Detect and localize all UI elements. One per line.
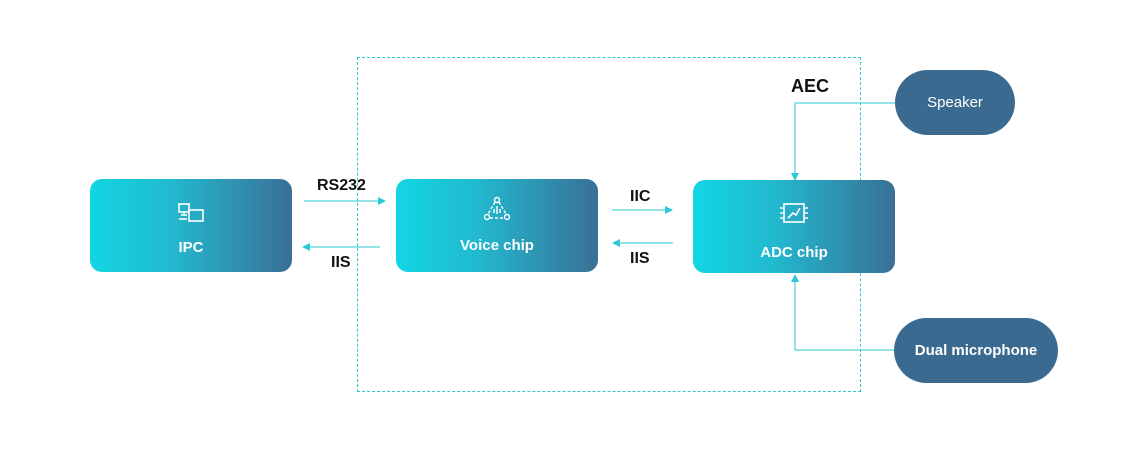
- ipc-label: IPC: [178, 239, 204, 256]
- voice-chip-label: Voice chip: [460, 237, 534, 254]
- dual-microphone-node: Dual microphone: [894, 318, 1058, 383]
- chip-icon: [779, 200, 809, 226]
- voice-chip-block: Voice chip: [396, 179, 598, 272]
- arrow-mic-to-adc: [791, 274, 894, 351]
- iis-label-adc: IIS: [630, 250, 650, 267]
- aec-label: AEC: [791, 76, 830, 96]
- arrow-speaker-to-adc: [791, 102, 895, 181]
- ipc-block: IPC: [90, 179, 292, 272]
- adc-chip-label: ADC chip: [760, 244, 828, 261]
- iis-label-ipc: IIS: [331, 254, 351, 271]
- rs232-label: RS232: [317, 177, 366, 194]
- voice-network-icon: [482, 196, 512, 222]
- devices-icon: [176, 201, 206, 227]
- iic-label: IIC: [630, 188, 651, 205]
- speaker-node: Speaker: [895, 70, 1015, 135]
- adc-chip-block: ADC chip: [693, 180, 895, 273]
